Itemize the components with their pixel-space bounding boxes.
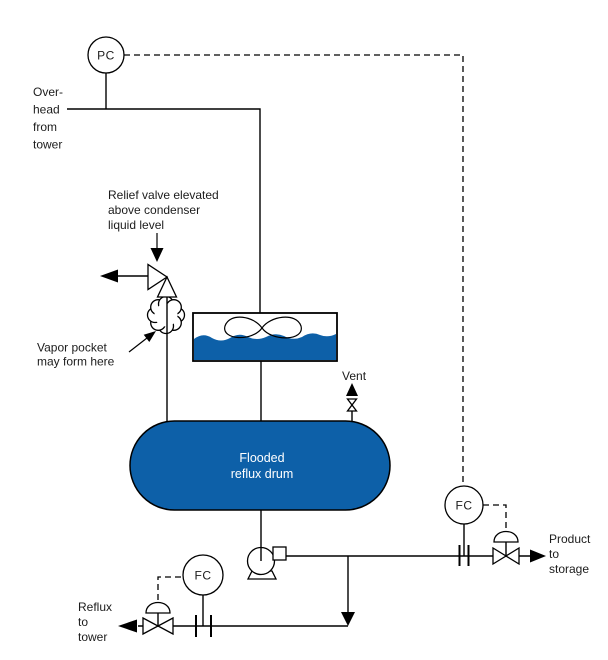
reflux-label-line3: tower	[78, 630, 107, 644]
overhead-label-line4: tower	[33, 138, 62, 152]
product-label-line1: Product	[549, 532, 591, 546]
overhead-pipe	[67, 108, 261, 313]
overhead-stream-label: Over- head from tower	[33, 85, 63, 152]
flow-controller-product-label: FC	[456, 499, 473, 513]
reflux-flow-orifice-icon	[195, 615, 212, 637]
vapor-note-line1: Vapor pocket	[37, 341, 107, 355]
pc-to-fc-signal-dashed-line	[124, 54, 464, 486]
relief-note-line3: liquid level	[108, 218, 164, 232]
vapor-pocket-note: Vapor pocket may form here	[37, 341, 115, 369]
fc-to-product-valve-signal-dashed-line	[483, 504, 507, 528]
drum-label-line1: Flooded	[239, 451, 284, 465]
vent-valve-icon	[346, 398, 358, 412]
fc-to-reflux-valve-signal-dashed-line	[157, 576, 184, 600]
flow-controller-reflux-label: FC	[195, 569, 212, 583]
relief-valve-note: Relief valve elevated above condenser li…	[108, 188, 219, 232]
reflux-pump-icon	[246, 510, 287, 580]
relief-discharge-arrow-icon	[100, 269, 118, 283]
condenser	[192, 312, 338, 362]
product-label-line3: storage	[549, 562, 589, 576]
relief-note-pointer-arrow-icon	[150, 233, 164, 262]
flow-controller-product: FC	[444, 485, 484, 525]
vent-up-arrow-icon	[346, 383, 358, 396]
reflux-branch-down-arrow-icon	[341, 612, 355, 626]
reflux-outlet-arrow-icon	[118, 619, 137, 633]
pressure-controller-label: PC	[97, 49, 115, 63]
reflux-stream-label: Reflux to tower	[78, 600, 112, 644]
relief-note-line2: above condenser	[108, 203, 200, 217]
product-outlet-arrow-icon	[530, 549, 546, 563]
relief-note-line1: Relief valve elevated	[108, 188, 219, 202]
overhead-label-line3: from	[33, 120, 57, 134]
reflux-control-valve-icon	[142, 601, 174, 636]
reflux-drum: Flooded reflux drum	[129, 420, 391, 511]
product-label-line2: to	[549, 547, 559, 561]
vapor-pocket-cloud-icon	[146, 295, 186, 335]
reflux-label-line1: Reflux	[78, 600, 112, 614]
condenser-liquid-level	[194, 333, 336, 360]
pressure-controller: PC	[87, 36, 125, 74]
vapor-note-pointer-arrow-icon	[128, 331, 156, 353]
relief-valve-icon	[147, 263, 178, 298]
product-control-valve-icon	[492, 530, 520, 566]
overhead-label-line1: Over-	[33, 85, 63, 99]
reflux-label-line2: to	[78, 615, 88, 629]
vent-label: Vent	[342, 369, 367, 383]
reflux-drum-shell	[129, 420, 391, 511]
product-stream-label: Product to storage	[549, 532, 591, 576]
product-flow-orifice-icon	[458, 545, 470, 566]
vapor-note-line2: may form here	[37, 355, 115, 369]
drum-label-line2: reflux drum	[231, 467, 294, 481]
overhead-label-line2: head	[33, 103, 60, 117]
flow-controller-reflux: FC	[182, 554, 224, 596]
condenser-tube-coil-icon	[224, 316, 302, 339]
